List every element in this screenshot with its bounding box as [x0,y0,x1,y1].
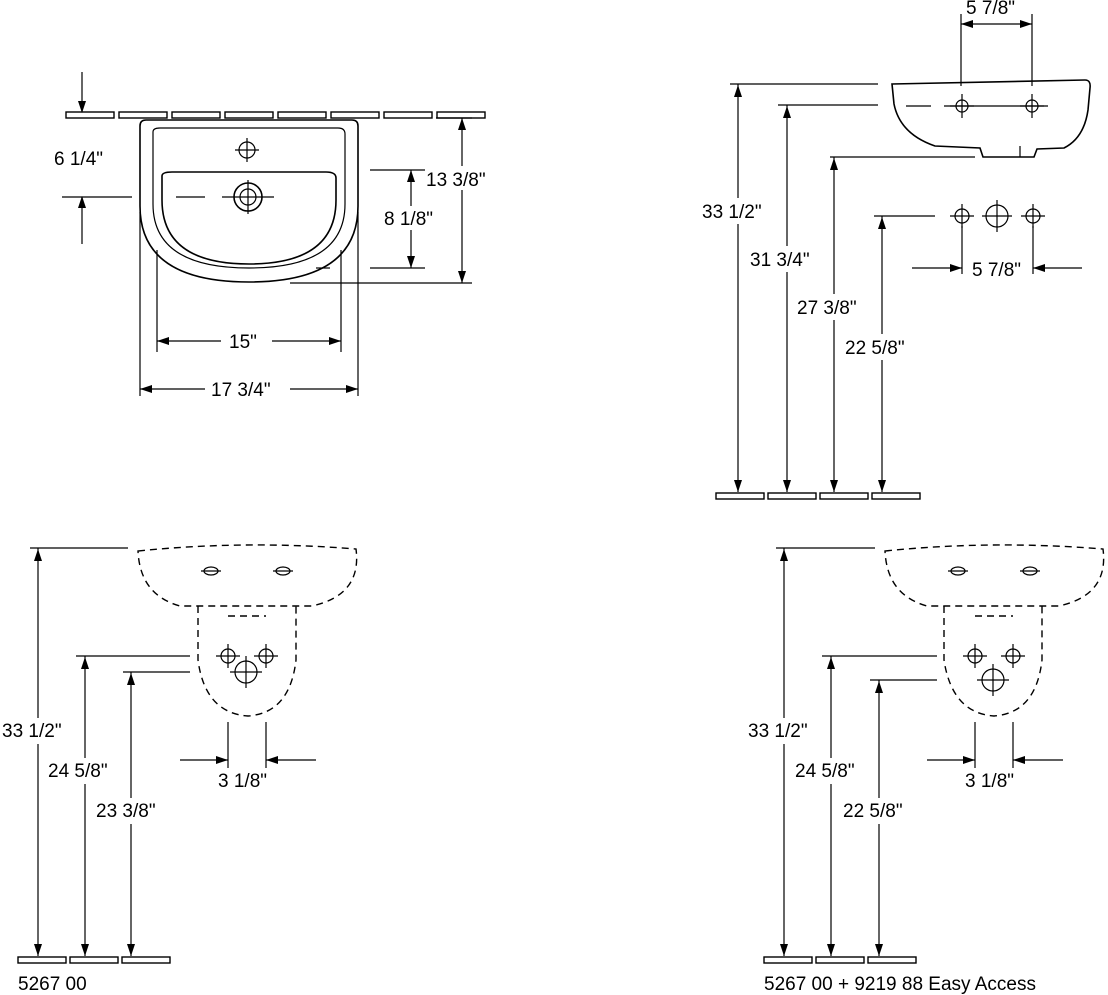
dim-bottom-height-label: 27 3/8" [797,298,857,319]
front-view-standard: 33 1/2" 24 5/8" 23 3/8" 3 1/8" 5267 00 [0,544,358,995]
dim-drain-height-label: 22 5/8" [843,801,903,822]
wall-tiles [65,111,486,119]
dim-rim-height-label: 33 1/2" [748,721,808,742]
dim-supply-height-label: 24 5/8" [795,761,855,782]
dim-rim-height-label: 33 1/2" [702,202,762,223]
dim-supply-height-label: 22 5/8" [845,338,905,359]
sink-profile [891,79,1091,158]
dim-faucet-spread-top-label: 5 7/8" [966,0,1015,19]
dim-offset-label: 3 1/8" [965,771,1014,792]
dim-offset-label: 3 1/8" [218,771,267,792]
dim-faucet-height-label: 31 3/4" [750,250,810,271]
basin-hidden-outline [884,544,1105,607]
basin-hidden-outline [137,544,358,607]
dim-bowl-width-label: 15" [229,332,257,353]
model-caption: 5267 00 + 9219 88 Easy Access [764,974,1036,995]
dim-depth-to-hole-label: 6 1/4" [54,149,103,170]
bowl-outline [161,171,337,265]
dim-total-depth-label: 13 3/8" [426,170,486,191]
dim-bowl-depth-label: 8 1/8" [384,209,433,230]
dim-faucet-spread-label: 5 7/8" [972,260,1021,281]
dim-supply-height-label: 24 5/8" [48,761,108,782]
top-view: 6 1/4" 13 3/8" 8 1/8" 15" 17 3/4" [54,72,499,401]
dim-total-width-label: 17 3/4" [211,380,271,401]
pedestal-hidden-outline [197,606,297,717]
side-view: 5 7/8" [700,0,1091,500]
pedestal-hidden-outline [943,606,1043,717]
front-view-easy-access: 33 1/2" 24 5/8" 22 5/8" 3 1/8" 5267 00 +… [746,544,1105,995]
dim-rim-height-label: 33 1/2" [2,721,62,742]
model-caption: 5267 00 [18,974,87,995]
basin-outline [139,119,359,283]
dim-drain-height-label: 23 3/8" [96,801,156,822]
